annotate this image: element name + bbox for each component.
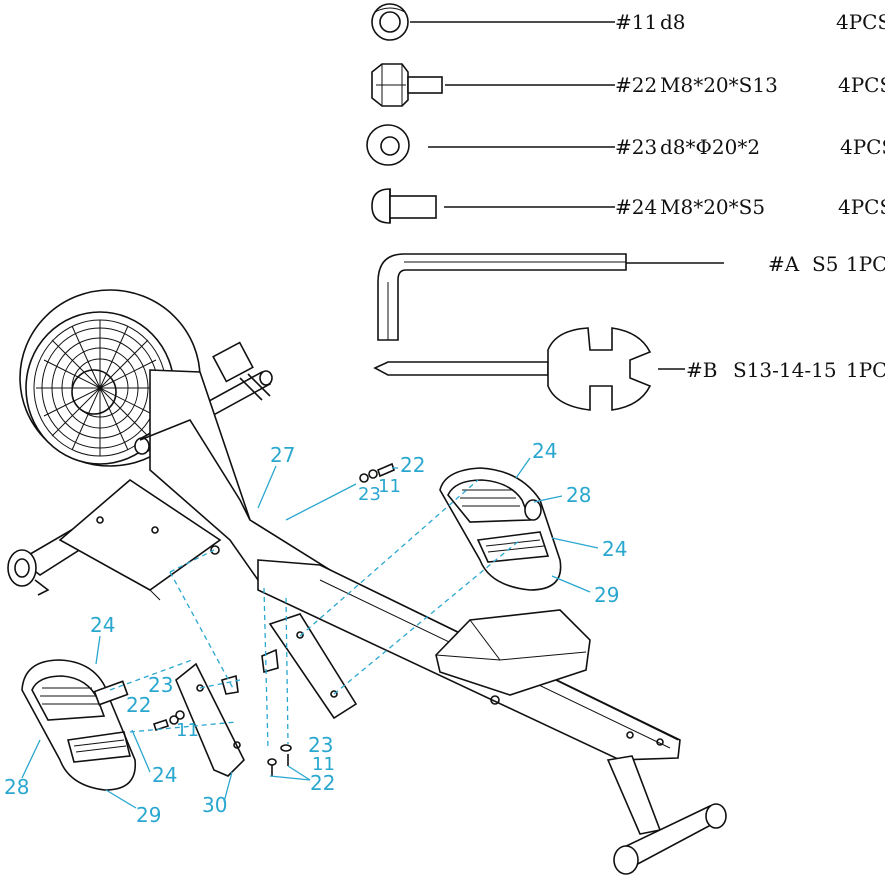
hw-24-spec: M8*20*S5 [660, 195, 765, 219]
hw-22-code: #22 [615, 73, 657, 97]
hex-bolt-icon [371, 63, 443, 107]
hw-a-spec: S5 [812, 252, 838, 276]
left-footplate [21, 659, 136, 791]
bolt-cluster-left [152, 710, 185, 732]
callout-22-top: 22 [400, 453, 425, 477]
right-footplate [439, 467, 562, 591]
rowing-machine [7, 289, 727, 875]
hw-23-code: #23 [615, 135, 657, 159]
callout-23-left: 23 [148, 673, 173, 697]
callout-leaders [21, 457, 599, 809]
hw-11-spec: d8 [660, 10, 686, 34]
bolt-cluster-top [359, 462, 395, 483]
callout-29-left: 29 [136, 803, 161, 827]
hw-24-qty: 4PCS [838, 195, 885, 219]
callout-29-right: 29 [594, 583, 619, 607]
hw-a-qty: 1PC [846, 252, 885, 276]
spanner-wrench-icon [373, 327, 652, 411]
mounting-bracket [221, 648, 279, 695]
hw-b-code: #B [686, 358, 717, 382]
flat-washer-icon [366, 124, 410, 166]
hw-11-qty: 4PCS [836, 10, 885, 34]
hw-24-code: #24 [615, 195, 657, 219]
hw-b-qty: 1PC [846, 358, 885, 382]
allen-key-icon [377, 253, 627, 341]
callout-24-left-bottom: 24 [152, 763, 177, 787]
hw-a-code: #A [768, 252, 800, 276]
callout-27: 27 [270, 443, 295, 467]
hw-23-qty: 4PCS [840, 135, 885, 159]
hw-23-spec: d8*Φ20*2 [660, 135, 760, 159]
hw-22-qty: 4PCS [838, 73, 885, 97]
assembly-guides [109, 479, 521, 751]
callout-numbers: 27 22 11 23 24 28 24 29 24 23 22 11 28 2… [4, 439, 627, 827]
callout-24-left-top: 24 [90, 613, 115, 637]
callout-22-bottom: 22 [310, 771, 335, 795]
callout-24-right-top: 24 [532, 439, 557, 463]
callout-24-right-bottom: 24 [602, 537, 627, 561]
callout-22-left: 22 [126, 693, 151, 717]
spring-washer-icon [371, 3, 409, 41]
callout-11-left: 11 [176, 720, 199, 741]
hw-b-spec: S13-14-15 [733, 358, 837, 382]
callout-11-bottom: 11 [312, 754, 335, 775]
hw-22-spec: M8*20*S13 [660, 73, 778, 97]
button-head-screw-icon [371, 188, 437, 224]
rear-leg [606, 755, 727, 875]
callout-28-left: 28 [4, 775, 29, 799]
callout-23-bottom: 23 [308, 733, 333, 757]
callout-28-right: 28 [566, 483, 591, 507]
foot-support-plate-right [268, 613, 358, 720]
hardware-list: #11 d8 4PCS #22 M8*20*S13 4PCS #23 d8*Φ2… [366, 3, 885, 411]
seat [435, 609, 591, 705]
callout-30: 30 [202, 793, 227, 817]
callout-11-top: 11 [378, 476, 401, 497]
callout-23-top: 23 [358, 484, 381, 505]
hw-11-code: #11 [615, 10, 657, 34]
bolt-cluster-bottom [267, 744, 292, 776]
